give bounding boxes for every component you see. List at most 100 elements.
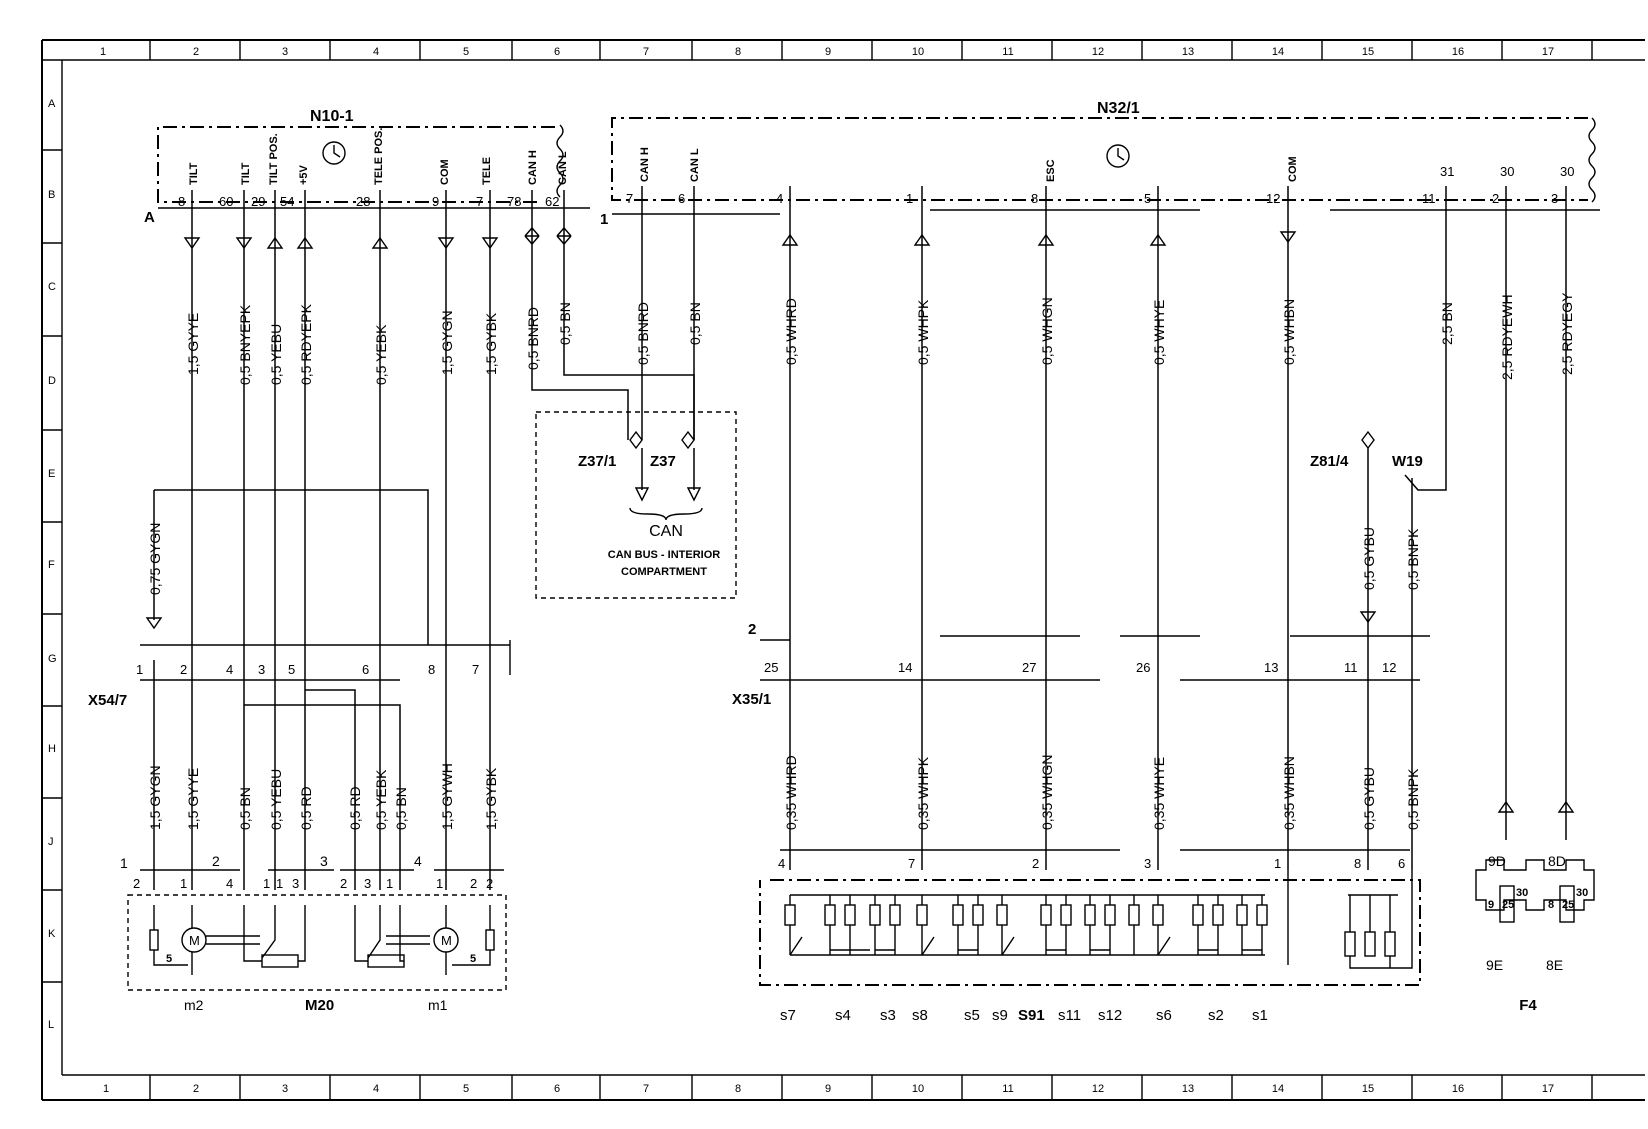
- col-label: 13: [1182, 46, 1194, 58]
- pin-name: COM: [1287, 156, 1299, 182]
- wire-label: 0,5 BN: [237, 787, 253, 830]
- can-desc-2: COMPARTMENT: [621, 566, 707, 578]
- pin-number: 78: [507, 194, 521, 209]
- col-label: 15: [1362, 46, 1374, 58]
- pin-number: 29: [251, 194, 265, 209]
- switch-label: s2: [1208, 1007, 1224, 1024]
- col-label: 8: [735, 46, 741, 58]
- pin-name: CAN H: [527, 150, 539, 185]
- col-label: 5: [463, 1083, 469, 1095]
- plug-pin: 4: [226, 876, 233, 891]
- wire-label: 0,35 WHRD: [783, 755, 799, 830]
- switch-label: s9: [992, 1007, 1008, 1024]
- pin-number: 25: [764, 660, 778, 675]
- motor-icon: M: [433, 905, 495, 975]
- pin-name: ESC: [1045, 159, 1057, 182]
- pin-number: 3: [258, 662, 265, 677]
- plug-pin: 3: [292, 876, 299, 891]
- pin-name: TELE POS.: [373, 128, 385, 185]
- col-label: 2: [193, 1083, 199, 1095]
- bottom-column-ruler: 1 2 3 4 5 6 7 8 9 10 11 12 13 14 15 16 1…: [103, 1075, 1593, 1100]
- pin-number: 1: [1274, 856, 1281, 871]
- pin-number: 31: [1440, 164, 1454, 179]
- frame: [41, 39, 1645, 1101]
- wire-label: 0,5 WHBN: [1281, 299, 1297, 365]
- row-label: E: [48, 468, 55, 480]
- plug-pin: 1: [386, 876, 393, 891]
- col-label: 4: [373, 46, 379, 58]
- pin-number: 7: [908, 856, 915, 871]
- row-label: B: [48, 189, 55, 201]
- col-label: 3: [282, 46, 288, 58]
- switch-label: s5: [964, 1007, 980, 1024]
- can-bus-box: Z37/1 Z37 CAN CAN BUS - INTERIOR COMPART…: [535, 411, 737, 599]
- switch-label: s8: [912, 1007, 928, 1024]
- col-label: 1: [100, 46, 106, 58]
- clock-icon: [322, 141, 346, 165]
- switch-label: s6: [1156, 1007, 1172, 1024]
- col-label: 15: [1362, 1083, 1374, 1095]
- potentiometer-icon: [243, 905, 306, 968]
- switch-icons: [789, 936, 1262, 956]
- row-label: C: [48, 281, 56, 293]
- wire-label: 0,5 BNPK: [1405, 528, 1421, 590]
- s91-switch-block: 4 7 2 3 1 8 6: [759, 849, 1421, 1024]
- switch-label: s3: [880, 1007, 896, 1024]
- col-label: 9: [825, 46, 831, 58]
- wire-label: 1,5 GYBK: [483, 767, 499, 830]
- group-num: 3: [320, 853, 328, 869]
- f4-fuse-block: 9D 8D 9 8 25 25 30 30 9E 8E F4: [1475, 800, 1595, 1014]
- wire-label: 0,35 WHBN: [1281, 756, 1297, 830]
- wire-label: 1,5 GYWH: [439, 763, 455, 830]
- w19-label: W19: [1392, 453, 1423, 470]
- plug-pin: 1: [436, 876, 443, 891]
- col-label: 10: [912, 46, 924, 58]
- pin-number: 14: [898, 660, 912, 675]
- pin-number: 11: [1422, 191, 1436, 206]
- col-label: 12: [1092, 1083, 1104, 1095]
- wire-label: 0,5 YEBU: [268, 769, 284, 830]
- wire-label: 0,5 WHYE: [1151, 300, 1167, 365]
- plug-pin: 1: [276, 876, 283, 891]
- n32-title: N32/1: [1097, 100, 1140, 117]
- pin-number: 30: [1500, 164, 1514, 179]
- pin-name: COM: [439, 159, 451, 185]
- n32-ref: 1: [600, 211, 608, 228]
- can-label: CAN: [649, 523, 683, 540]
- pin-number: 1: [906, 191, 913, 206]
- wire-label: 0,5 BNYEPK: [237, 304, 253, 385]
- pin-number: 2: [180, 662, 187, 677]
- wire-label: 0,5 RD: [347, 786, 363, 830]
- col-label: 9: [825, 1083, 831, 1095]
- motor-icon: M: [149, 905, 260, 975]
- col-label: 6: [554, 46, 560, 58]
- switch-label: s1: [1252, 1007, 1268, 1024]
- pin-number: 60: [219, 194, 233, 209]
- pin-number: 8: [1354, 856, 1361, 871]
- plug-pin: 2: [486, 876, 493, 891]
- col-label: 10: [912, 1083, 924, 1095]
- pin-number: 8: [178, 194, 185, 209]
- row-label: H: [48, 743, 56, 755]
- wire-label: 0,5 BNRD: [525, 307, 541, 370]
- pin-number: 8: [428, 662, 435, 677]
- row-label: G: [48, 653, 57, 665]
- plug-pin: 1: [263, 876, 270, 891]
- col-label: 7: [643, 46, 649, 58]
- x54-connector: X54/7 0,75 GYGN 1 2 4 3 5 6 8 7 1,5 GYGN…: [88, 489, 511, 890]
- group-num: 1: [120, 855, 128, 871]
- col-label: 8: [735, 1083, 741, 1095]
- top-column-ruler: 1 2 3 4 5 6 7 8 9 10 11 12 13 14 15 16 1…: [100, 40, 1593, 60]
- switch-label: s11: [1058, 1007, 1081, 1024]
- plug-pin: 3: [364, 876, 371, 891]
- pin-number: 5: [288, 662, 295, 677]
- pin-name: TILT: [240, 162, 252, 185]
- wire-label: 0,5 GYBU: [1361, 527, 1377, 590]
- pin-number: 6: [1398, 856, 1405, 871]
- fuse-top-label: 9D: [1488, 853, 1506, 869]
- col-label: 2: [193, 46, 199, 58]
- wire-label: 0,5 YEBK: [373, 769, 389, 830]
- n10-title: N10-1: [310, 108, 354, 125]
- z81-w19-group: Z81/4 W19 0,5 GYBU 0,5 BNPK: [1310, 430, 1423, 665]
